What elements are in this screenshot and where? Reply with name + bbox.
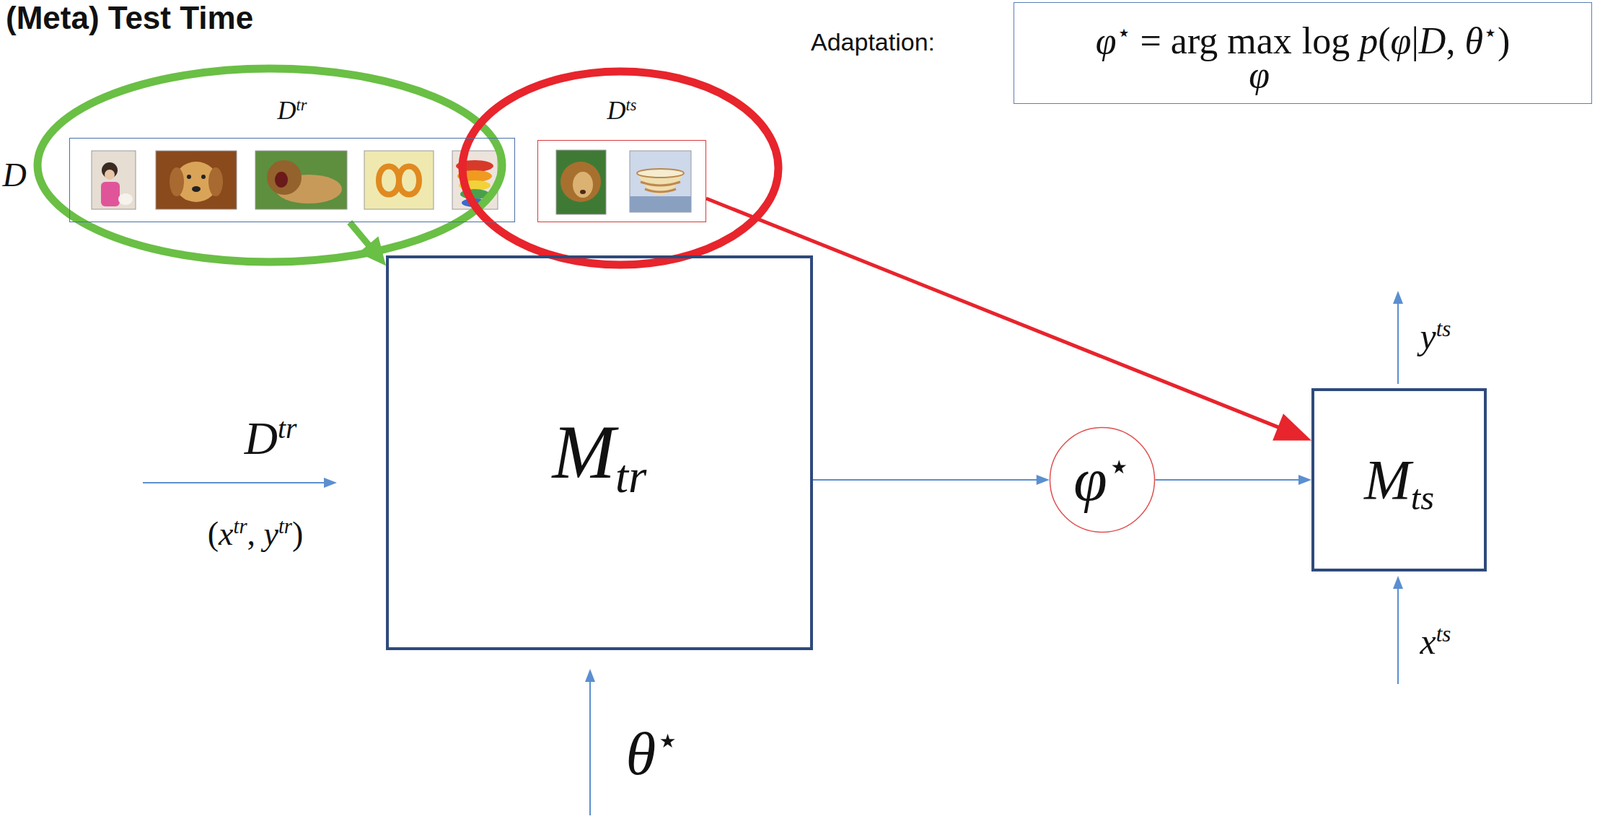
connector-line [812,478,1039,481]
model-box: Mtr [385,255,813,650]
adaptation-label: Adaptation: [810,28,935,57]
math-part: ts [1436,315,1452,342]
arrow-head [1298,474,1312,485]
connector-line [1154,478,1301,481]
photo-thumbnail [155,150,237,210]
math-part: p [1359,20,1378,62]
set-heading: Dts [607,95,637,126]
math-part: x [218,515,234,552]
math-part: θ [1464,20,1484,62]
photo-thumbnail [255,150,347,210]
circle-outline [1049,427,1155,532]
math-part: tr [277,412,297,445]
model-name: Mtr [552,409,648,497]
photo-thumbnail [364,150,434,210]
arrow-head [1036,474,1050,485]
highlight-ellipse [37,68,503,262]
math-part: D [244,412,278,464]
math-part: ) [292,515,303,552]
math-part: tr [278,515,293,538]
output-arrow [1392,290,1404,384]
photo-thumbnail [556,150,606,215]
parameter-symbol: φ⋆ [1073,445,1131,516]
support-set-box: Dtr [69,137,516,223]
math-part: tr [296,95,308,114]
math-part: y [264,515,279,552]
output-label: yts [1420,315,1452,358]
math-part: ⋆ [1107,445,1132,487]
arrow-head [358,235,386,266]
math-part: φ [1095,20,1117,62]
math-part: tr [615,450,647,503]
math-part: ts [1436,621,1452,647]
math-part: φ [1248,54,1270,96]
query-arrow [706,198,1312,441]
math-part: , [247,515,265,552]
math-part: , [1445,20,1465,62]
math-part: M [1364,447,1412,511]
math-part: θ [626,719,657,788]
input-arrow [585,668,596,816]
math-part: tr [233,515,247,538]
query-set-box: Dts [537,139,707,223]
math-part: ( [1377,20,1391,62]
math-part: D [1418,20,1447,62]
math-part: ts [1411,478,1435,517]
connector-line [706,198,1285,430]
photo-thumbnail [91,150,136,210]
math-part: D [277,95,297,125]
formula-box: φ⋆ = arg maxφlog p(φ|D, θ⋆) [1013,2,1593,104]
math-part: ( [207,515,219,552]
math-part: D [2,156,26,194]
math-part: x [1420,621,1437,662]
flow-arrow [812,474,1050,485]
math-part: Adaptation: [810,28,935,56]
math-part: y [1420,315,1437,357]
input-arrow [1392,575,1404,684]
input-arrow [142,477,337,488]
highlight-ellipse [462,71,779,265]
formula-text: log p(φ|D, θ⋆) [1302,19,1510,63]
dataset-letter: D [2,156,26,195]
model-name: Mts [1364,447,1435,513]
math-part: ⋆ [1483,19,1498,46]
math-part: ⋆ [1116,19,1132,46]
formula-text: φ [1248,53,1270,97]
math-part: log [1302,20,1360,62]
set-heading: Dtr [277,95,308,126]
math-part: D [607,95,627,125]
math-part: φ [1073,445,1107,513]
meta-parameter-label: θ⋆ [626,718,681,790]
model-box: Mts [1311,388,1487,572]
parameter-circle: φ⋆ [1048,426,1156,534]
math-part: M [552,409,616,495]
flow-arrow [1154,474,1312,485]
input-pair-label: (xtr, ytr) [207,515,304,554]
math-part: ⋆ [655,719,680,762]
math-part: | [1411,20,1419,62]
test-input-label: xts [1420,621,1452,663]
arrow-head [1272,413,1312,441]
math-part: ts [626,95,637,114]
input-label: Dtr [244,411,298,466]
math-part: ) [1497,20,1510,62]
support-arrow [349,222,386,266]
math-part: φ [1390,20,1412,62]
photo-thumbnail [629,150,692,213]
slide-title: (Meta) Test Time [5,0,254,37]
